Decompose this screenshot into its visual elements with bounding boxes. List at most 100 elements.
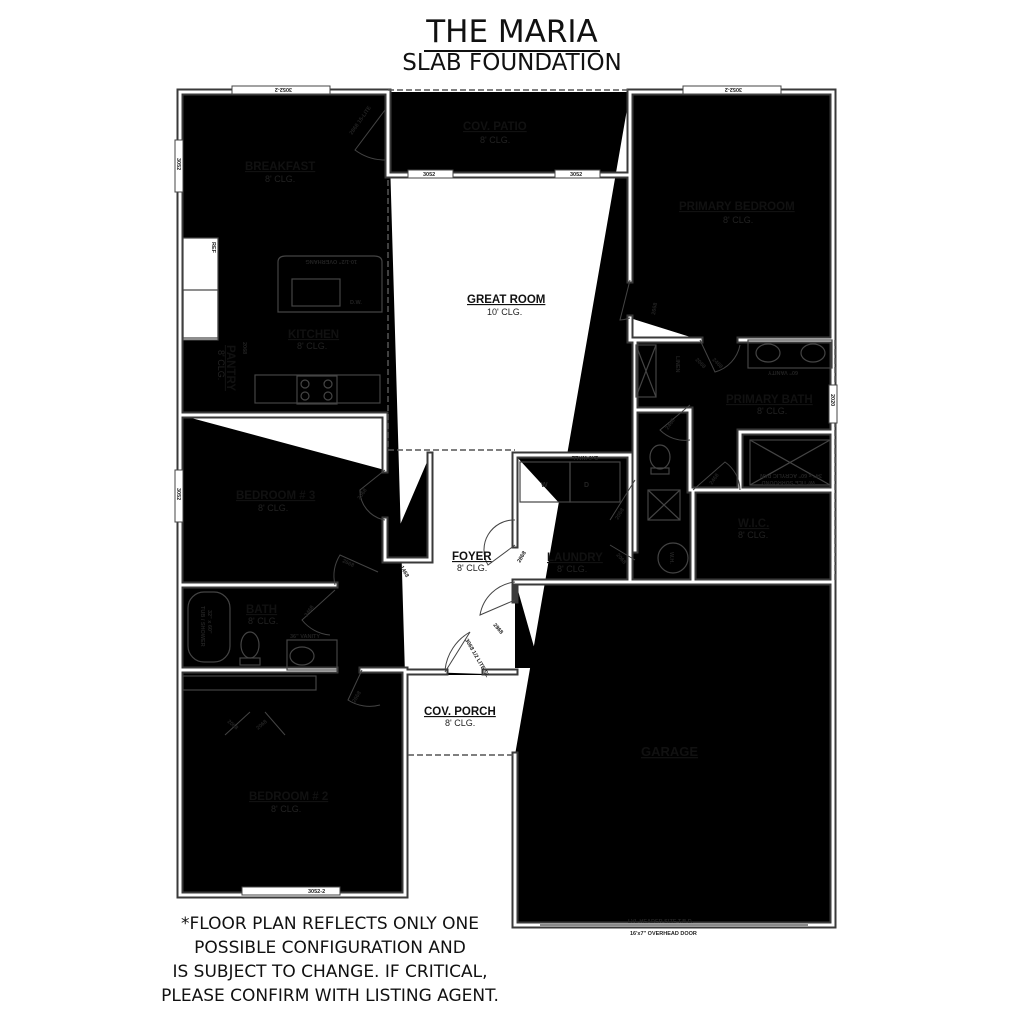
fixtures-vanity60-label: 60" VANITY bbox=[768, 369, 798, 375]
doors-bed2-label: 2668 bbox=[352, 690, 363, 704]
fixtures-dryer-label: D bbox=[584, 482, 589, 489]
circle-shape bbox=[300, 379, 310, 389]
plan-title: THE MARIA bbox=[0, 14, 1024, 52]
circle-shape bbox=[323, 391, 333, 401]
fixtures-tub2-label: TUB / SHOWER bbox=[199, 606, 205, 647]
rooms-pantry-clg-label: 8' CLG. bbox=[216, 350, 226, 380]
doors-toilet-label: 2468 bbox=[665, 418, 677, 431]
doors-bed3-label: 2668 bbox=[341, 558, 355, 569]
doors-garage-label: 2868 bbox=[491, 622, 503, 635]
path-shape bbox=[619, 279, 631, 321]
window-patio-right bbox=[554, 169, 601, 179]
rooms-bedroom2-clg-label: 8' CLG. bbox=[271, 804, 301, 814]
doors-front-label: 3068 1/2 LITE SL bbox=[463, 638, 490, 679]
path-shape bbox=[699, 339, 741, 373]
rooms-bath-clg-label: 8' CLG. bbox=[248, 616, 278, 626]
rooms-porch-clg-label: 8' CLG. bbox=[445, 718, 475, 728]
path-shape bbox=[749, 439, 831, 486]
doors-wic-label: 2468 bbox=[709, 473, 721, 486]
room-garage: GARAGE bbox=[641, 744, 698, 759]
doors-bed3-closet-label: 2668 bbox=[357, 488, 369, 501]
room-primary-bath: PRIMARY BATH bbox=[726, 394, 813, 406]
room-bath: BATH bbox=[246, 604, 277, 616]
window-label: 2020 bbox=[829, 394, 835, 406]
circle-shape bbox=[323, 379, 333, 389]
fixtures-tub-label: 32" x 60" bbox=[206, 610, 212, 634]
path-shape bbox=[647, 489, 681, 521]
rooms-foyer-clg-label: 8' CLG. bbox=[457, 563, 487, 573]
room-patio: COV. PATIO bbox=[463, 121, 527, 133]
rooms-bedroom3-clg-label: 8' CLG. bbox=[258, 503, 288, 513]
refrigerator bbox=[182, 237, 219, 339]
room-kitchen: KITCHEN bbox=[288, 329, 339, 341]
doors-primary-bedroom-label: 2668 bbox=[651, 302, 659, 315]
window-label: 3052-2 bbox=[308, 889, 325, 895]
fixtures-wall-label: 2x6 WALL bbox=[571, 454, 598, 460]
room-wic: W.I.C. bbox=[738, 518, 769, 530]
ellipse-shape bbox=[755, 343, 781, 363]
room-bedroom3: BEDROOM # 3 bbox=[236, 490, 315, 502]
rect-shape bbox=[182, 289, 219, 341]
window-label: 3052 bbox=[175, 488, 181, 500]
rect-shape bbox=[239, 657, 261, 666]
window-label: 3052 bbox=[175, 158, 181, 170]
rooms-great-room-clg-label: 10' CLG. bbox=[487, 307, 522, 317]
kitchen-island bbox=[277, 255, 383, 313]
note-line: *FLOOR PLAN REFLECTS ONLY ONE bbox=[181, 914, 479, 934]
path-shape bbox=[347, 669, 381, 707]
fixtures-overhead-label: 16'x7" OVERHEAD DOOR bbox=[630, 931, 697, 937]
doors-laundry-a-label: 2068 bbox=[615, 507, 626, 521]
primary-vanity bbox=[747, 339, 833, 369]
window-patio-left bbox=[407, 169, 454, 179]
path-shape bbox=[635, 344, 657, 398]
rooms-primary-bath-clg-label: 8' CLG. bbox=[757, 406, 787, 416]
window-label: 3052-2 bbox=[275, 86, 292, 92]
doors-foyer-closet-label: 1468 bbox=[398, 565, 409, 579]
window-primary-bath bbox=[828, 384, 838, 424]
doors-pantry-label: 2068 bbox=[241, 342, 247, 354]
range bbox=[296, 375, 338, 405]
water-heater bbox=[657, 542, 689, 574]
rooms-wic-clg-label: 8' CLG. bbox=[738, 530, 768, 540]
ellipse-shape bbox=[289, 646, 315, 666]
room-breakfast: BREAKFAST bbox=[245, 161, 315, 173]
path-shape bbox=[359, 469, 386, 521]
kitchen-sink bbox=[291, 278, 341, 307]
path-shape bbox=[659, 404, 691, 441]
fixtures-wh-label: W.H. bbox=[668, 552, 674, 564]
room-bedroom2: BEDROOM # 2 bbox=[249, 791, 328, 803]
note-line: POSSIBLE CONFIGURATION AND bbox=[194, 938, 466, 958]
note-line: IS SUBJECT TO CHANGE. IF CRITICAL, bbox=[172, 962, 488, 982]
window-breakfast-left bbox=[174, 139, 184, 193]
plan-subtitle: SLAB FOUNDATION bbox=[402, 50, 622, 76]
fixtures-shower-label: 34" x 60" ACRYLIC PAN bbox=[760, 472, 822, 478]
path-shape bbox=[333, 554, 379, 586]
doors-bath-label: 2468 bbox=[304, 605, 316, 618]
rooms-kitchen-clg-label: 8' CLG. bbox=[297, 341, 327, 351]
path-shape bbox=[224, 711, 286, 736]
rect-shape bbox=[254, 374, 381, 404]
bath-vanity bbox=[286, 639, 338, 671]
circle-shape bbox=[300, 391, 310, 401]
fixtures-dw-label: D.W. bbox=[350, 300, 362, 306]
path-shape bbox=[301, 589, 336, 636]
walls bbox=[176, 88, 837, 929]
rooms-laundry-clg-label: 8' CLG. bbox=[557, 564, 587, 574]
window-label: 3052 bbox=[423, 172, 435, 178]
disclaimer-note: *FLOOR PLAN REFLECTS ONLY ONE POSSIBLE C… bbox=[120, 912, 540, 1008]
path-shape bbox=[180, 92, 833, 925]
window-label: 3052-2 bbox=[725, 86, 742, 92]
window-primary-top bbox=[682, 85, 782, 95]
note-line: PLEASE CONFIRM WITH LISTING AGENT. bbox=[161, 986, 499, 1006]
room-primary-bedroom: PRIMARY BEDROOM bbox=[679, 201, 795, 213]
primary-shower bbox=[749, 439, 831, 486]
windows: 3052-2 3052 3052 3052 3052-2 2020 3052 3… bbox=[174, 85, 838, 896]
path-shape bbox=[479, 581, 516, 616]
fixtures-washer-label: W bbox=[541, 482, 548, 489]
path-shape bbox=[483, 519, 516, 566]
fixtures-lvl-label: LVL HEADER SIZE T.B.D. bbox=[628, 919, 694, 925]
path-shape bbox=[444, 631, 471, 673]
water-heater-cabinet bbox=[647, 489, 681, 521]
path-shape bbox=[692, 461, 741, 491]
bathtub bbox=[187, 591, 231, 663]
